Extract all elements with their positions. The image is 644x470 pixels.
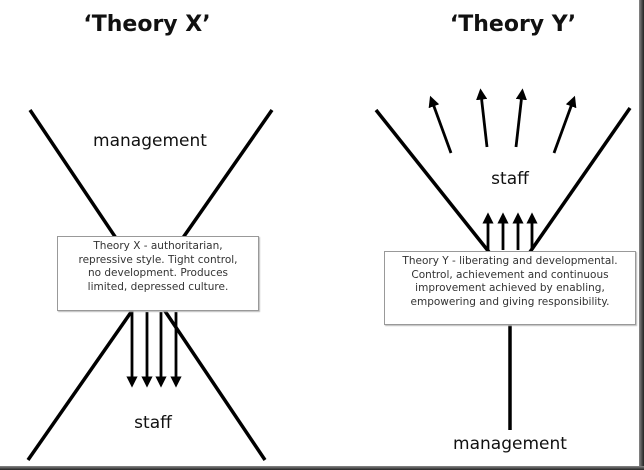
description-line: limited, depressed culture. — [87, 280, 229, 293]
y-fan-arrow — [428, 95, 453, 154]
description-line: empowering and giving responsibility. — [410, 295, 610, 308]
theory-y-staff-label: staff — [491, 169, 529, 189]
description-line: no development. Produces — [87, 267, 229, 279]
description-line: Theory Y - liberating and developmental. — [402, 255, 618, 267]
description-line: Control, achievement and continuous — [411, 268, 609, 281]
y-fan-arrow — [476, 88, 489, 148]
theory-x-staff-label: staff — [134, 413, 172, 433]
description-line: repressive style. Tight control, — [78, 253, 238, 266]
theory-x-management-label: management — [93, 131, 207, 151]
frame-shadow-bottom — [0, 466, 644, 470]
y-v-line-left — [374, 108, 491, 254]
y-fan-arrow — [552, 95, 577, 154]
theory-y-management-label: management — [453, 434, 567, 454]
description-line: improvement achieved by enabling, — [415, 282, 605, 294]
y-v-line-right — [528, 107, 632, 253]
theory-y-title: ‘Theory Y’ — [449, 12, 577, 37]
theory-y-description-box: Theory Y - liberating and developmental.… — [384, 251, 636, 325]
description-line: Theory X - authoritarian, — [93, 240, 223, 252]
theory-x-description-box: Theory X - authoritarian, repressive sty… — [57, 236, 259, 311]
y-fan-arrow — [514, 88, 527, 148]
frame-shadow-right — [639, 0, 644, 470]
theory-x-title: ‘Theory X’ — [83, 12, 211, 37]
